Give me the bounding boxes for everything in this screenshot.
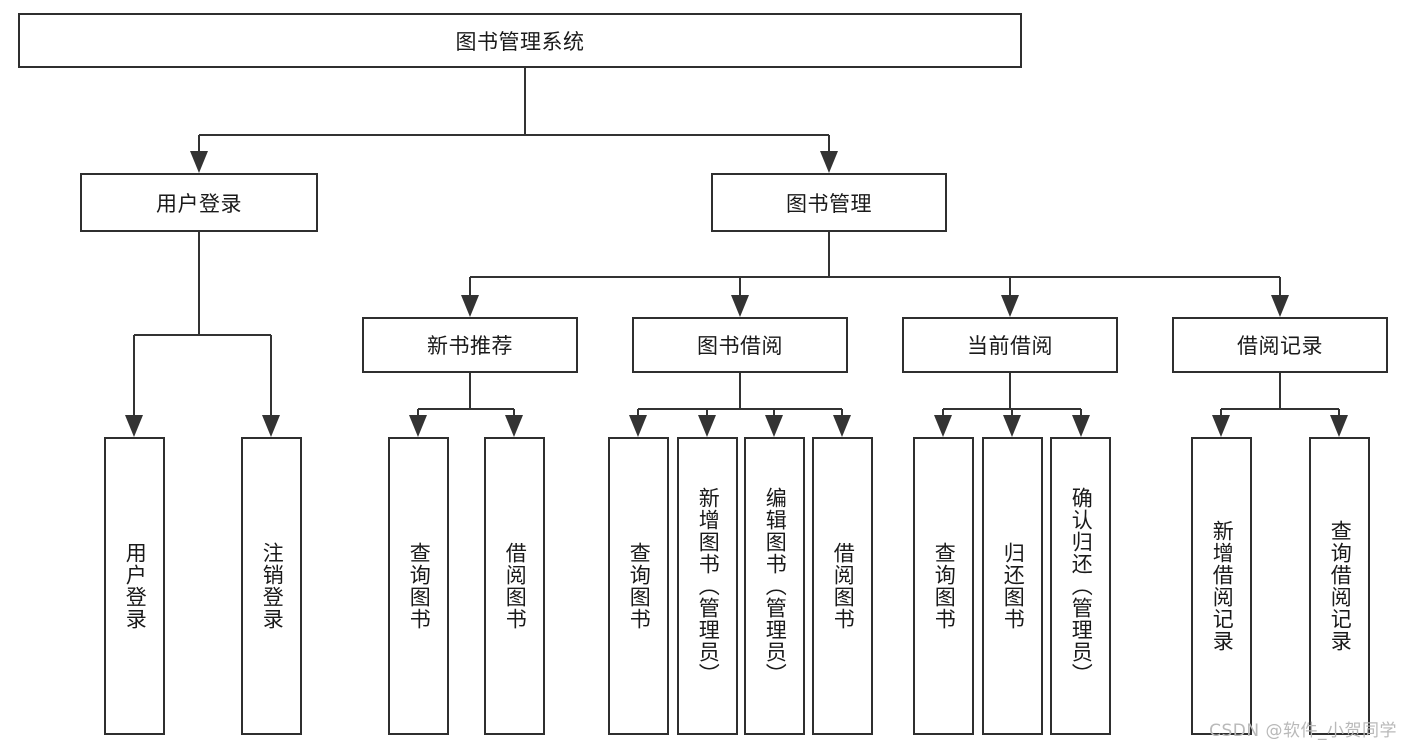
node-leaf-user-login[interactable]: 用户登录 (104, 437, 165, 735)
node-leaf-add-book-admin[interactable]: 新增图书（管理员） (677, 437, 738, 735)
node-label: 新书推荐 (427, 334, 513, 358)
node-leaf-logout[interactable]: 注销登录 (241, 437, 302, 735)
node-leaf-borrow-books[interactable]: 借阅图书 (812, 437, 873, 735)
node-root-book-management-system[interactable]: 图书管理系统 (18, 13, 1022, 68)
node-leaf-edit-book-admin[interactable]: 编辑图书（管理员） (744, 437, 805, 735)
node-label: 查询图书 (932, 542, 957, 630)
node-label: 借阅图书 (831, 542, 856, 630)
node-leaf-query-books-recommend[interactable]: 查询图书 (388, 437, 449, 735)
node-leaf-add-borrow-record[interactable]: 新增借阅记录 (1191, 437, 1252, 735)
node-label: 新增借阅记录 (1210, 520, 1235, 652)
node-leaf-query-borrow-record[interactable]: 查询借阅记录 (1309, 437, 1370, 735)
node-book-management[interactable]: 图书管理 (711, 173, 947, 232)
node-leaf-borrow-books-recommend[interactable]: 借阅图书 (484, 437, 545, 735)
node-label: 图书管理 (786, 191, 872, 216)
node-user-login[interactable]: 用户登录 (80, 173, 318, 232)
node-borrowing-records[interactable]: 借阅记录 (1172, 317, 1388, 373)
node-label: 新增图书（管理员） (696, 487, 721, 685)
node-leaf-return-books[interactable]: 归还图书 (982, 437, 1043, 735)
node-label: 当前借阅 (967, 334, 1053, 358)
node-label: 借阅图书 (503, 542, 528, 630)
node-label: 查询图书 (407, 542, 432, 630)
node-book-borrowing[interactable]: 图书借阅 (632, 317, 848, 373)
node-leaf-query-books-current[interactable]: 查询图书 (913, 437, 974, 735)
node-label: 用户登录 (123, 542, 148, 630)
node-label: 确认归还（管理员） (1069, 487, 1094, 685)
node-label: 图书管理系统 (455, 29, 585, 54)
node-label: 查询借阅记录 (1328, 520, 1353, 652)
node-label: 借阅记录 (1237, 334, 1323, 358)
node-label: 图书借阅 (697, 334, 783, 358)
node-new-book-recommendation[interactable]: 新书推荐 (362, 317, 578, 373)
node-leaf-query-books-borrowing[interactable]: 查询图书 (608, 437, 669, 735)
node-label: 注销登录 (260, 542, 285, 630)
node-current-borrowing[interactable]: 当前借阅 (902, 317, 1118, 373)
node-leaf-confirm-return-admin[interactable]: 确认归还（管理员） (1050, 437, 1111, 735)
node-label: 编辑图书（管理员） (763, 487, 788, 685)
node-label: 查询图书 (627, 542, 652, 630)
node-label: 归还图书 (1001, 542, 1026, 630)
node-label: 用户登录 (156, 191, 242, 216)
